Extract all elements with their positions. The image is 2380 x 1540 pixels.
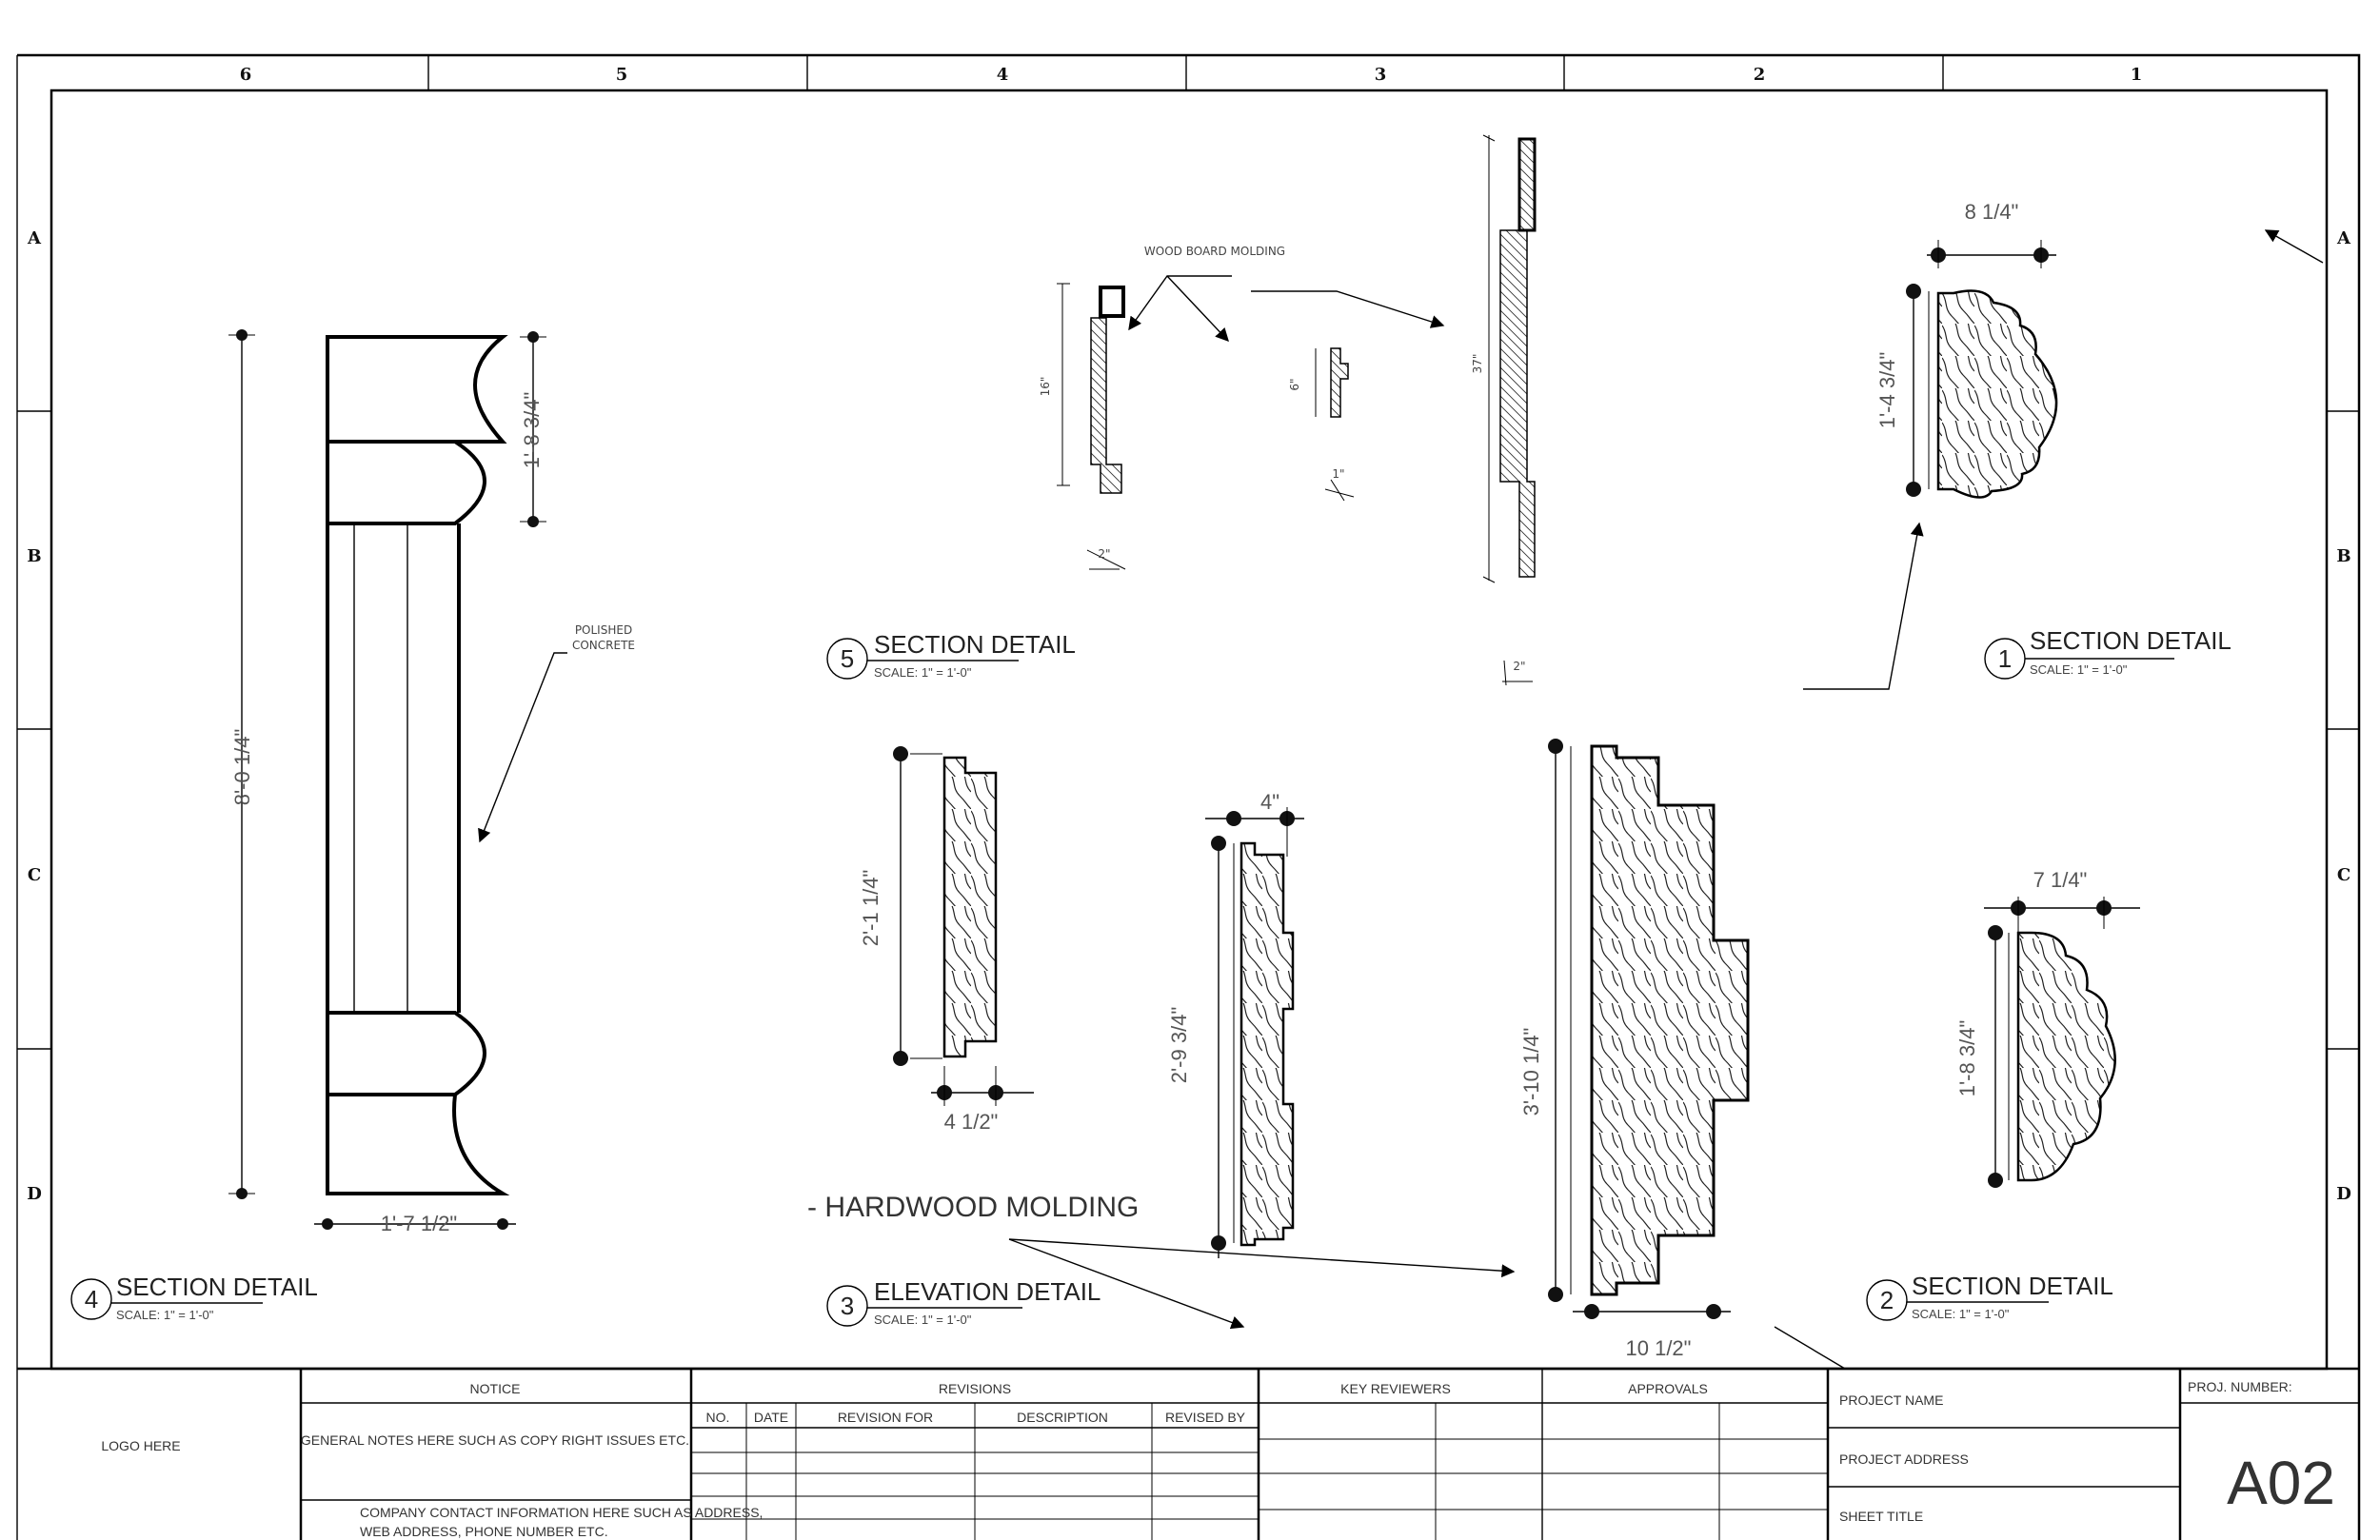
detail-5-dim-a: 16": [1039, 377, 1052, 397]
detail-4-width-dimension: 1'-7 1/2": [381, 1212, 458, 1235]
detail-2-title: SECTION DETAIL: [1912, 1272, 2113, 1300]
detail-5-dim-b: 6": [1288, 378, 1301, 390]
detail-4-column-drawing: [228, 329, 567, 1230]
detail-2-width-dimension: 7 1/4": [2033, 868, 2088, 892]
contact-text-line1: COMPANY CONTACT INFORMATION HERE SUCH AS…: [360, 1505, 763, 1520]
revision-column-header: DATE: [754, 1410, 788, 1425]
detail-2-height-dimension: 1'-8 3/4": [1955, 1020, 1979, 1097]
detail-4-number: 4: [85, 1285, 98, 1313]
sheet-title-label: SHEET TITLE: [1839, 1509, 1923, 1524]
revision-column-header: NO.: [706, 1410, 730, 1425]
detail-5-scale: SCALE: 1" = 1'-0": [874, 665, 972, 680]
detail-4-title-bubble: [70, 1278, 263, 1320]
notice-text: GENERAL NOTES HERE SUCH AS COPY RIGHT IS…: [301, 1432, 689, 1448]
detail-4-top-dimension: 1'-8 3/4": [520, 392, 544, 469]
contact-text-line2: WEB ADDRESS, PHONE NUMBER ETC.: [360, 1524, 608, 1539]
column-zone-label: 5: [616, 65, 628, 85]
project-name-label: PROJECT NAME: [1839, 1392, 1943, 1408]
row-zone-label: B: [27, 546, 41, 566]
detail-5-number: 5: [841, 644, 854, 673]
detail-2-number: 2: [1880, 1286, 1894, 1314]
detail-3-title: ELEVATION DETAIL: [874, 1277, 1101, 1306]
row-zones: A B C D A B C D: [17, 228, 2359, 1204]
row-zone-label: C: [28, 865, 41, 885]
detail-4-scale: SCALE: 1" = 1'-0": [116, 1308, 214, 1322]
detail-1-title-bubble: [1984, 638, 2174, 680]
approvals-header: APPROVALS: [1628, 1381, 1708, 1396]
detail-3-b-width: 4": [1260, 790, 1279, 814]
detail-4-title: SECTION DETAIL: [116, 1273, 318, 1301]
revision-column-header: REVISION FOR: [838, 1410, 933, 1425]
project-address-label: PROJECT ADDRESS: [1839, 1451, 1969, 1467]
column-zone-label: 2: [1754, 65, 1766, 85]
proj-number-label: PROJ. NUMBER:: [2188, 1379, 2292, 1394]
column-zones: 6 5 4 3 2 1: [240, 55, 2143, 90]
revision-column-header: REVISED BY: [1165, 1410, 1246, 1425]
row-zone-label: A: [2336, 228, 2351, 248]
detail-5-molding-drawings: [1057, 134, 1537, 686]
detail-2-scale: SCALE: 1" = 1'-0": [1912, 1307, 2010, 1321]
detail-5-title: SECTION DETAIL: [874, 630, 1076, 659]
column-zone-label: 3: [1375, 65, 1387, 85]
detail-3-title-bubble: [826, 1285, 1022, 1327]
detail-1-title: SECTION DETAIL: [2030, 626, 2231, 655]
detail-3-a-width: 4 1/2": [944, 1110, 999, 1134]
detail-5-dim-b-width: 1": [1332, 467, 1344, 481]
detail-3-molding-drawings: [893, 739, 1846, 1370]
detail-2-molding-drawing: [1984, 897, 2140, 1188]
detail-3-c-width: 10 1/2": [1626, 1336, 1692, 1360]
title-block: [17, 1367, 2359, 1540]
column-zone-label: 6: [240, 65, 252, 85]
detail-1-width-dimension: 8 1/4": [1965, 200, 2019, 224]
detail-5-dim-c: 37": [1471, 354, 1484, 374]
detail-5-dim-a-width: 2": [1098, 547, 1110, 561]
column-zone-label: 1: [2131, 65, 2143, 85]
detail-4-note-line1: POLISHED: [575, 623, 632, 637]
notice-header: NOTICE: [470, 1381, 521, 1396]
row-zone-label: B: [2336, 546, 2350, 566]
detail-1-molding-drawing: [1803, 229, 2324, 690]
column-zone-label: 4: [997, 65, 1009, 85]
row-zone-label: D: [27, 1184, 42, 1204]
logo-placeholder: LOGO HERE: [101, 1438, 180, 1453]
hardwood-molding-label: - HARDWOOD MOLDING: [807, 1192, 1139, 1223]
row-zone-label: A: [27, 228, 42, 248]
detail-3-b-height: 2'-9 3/4": [1167, 1007, 1191, 1084]
detail-3-scale: SCALE: 1" = 1'-0": [874, 1313, 972, 1327]
detail-1-number: 1: [1998, 644, 2012, 673]
sheet-number: A02: [2227, 1449, 2335, 1517]
key-reviewers-header: KEY REVIEWERS: [1340, 1381, 1451, 1396]
revisions-header: REVISIONS: [939, 1381, 1011, 1396]
detail-5-dim-c-width: 2": [1513, 660, 1525, 673]
row-zone-label: D: [2336, 1184, 2351, 1204]
detail-1-height-dimension: 1'-4 3/4": [1875, 352, 1899, 429]
detail-3-number: 3: [841, 1292, 854, 1320]
revision-column-header: DESCRIPTION: [1017, 1410, 1108, 1425]
detail-4-height-dimension: 8'-0 1/4": [230, 729, 254, 806]
detail-4-note-line2: CONCRETE: [572, 639, 635, 652]
detail-1-scale: SCALE: 1" = 1'-0": [2030, 662, 2128, 677]
detail-5-title-bubble: [826, 638, 1019, 680]
detail-2-title-bubble: [1866, 1279, 2049, 1321]
detail-3-c-height: 3'-10 1/4": [1519, 1028, 1543, 1116]
detail-3-a-height: 2'-1 1/4": [859, 870, 883, 947]
row-zone-label: C: [2337, 865, 2350, 885]
detail-5-note: WOOD BOARD MOLDING: [1144, 245, 1285, 258]
